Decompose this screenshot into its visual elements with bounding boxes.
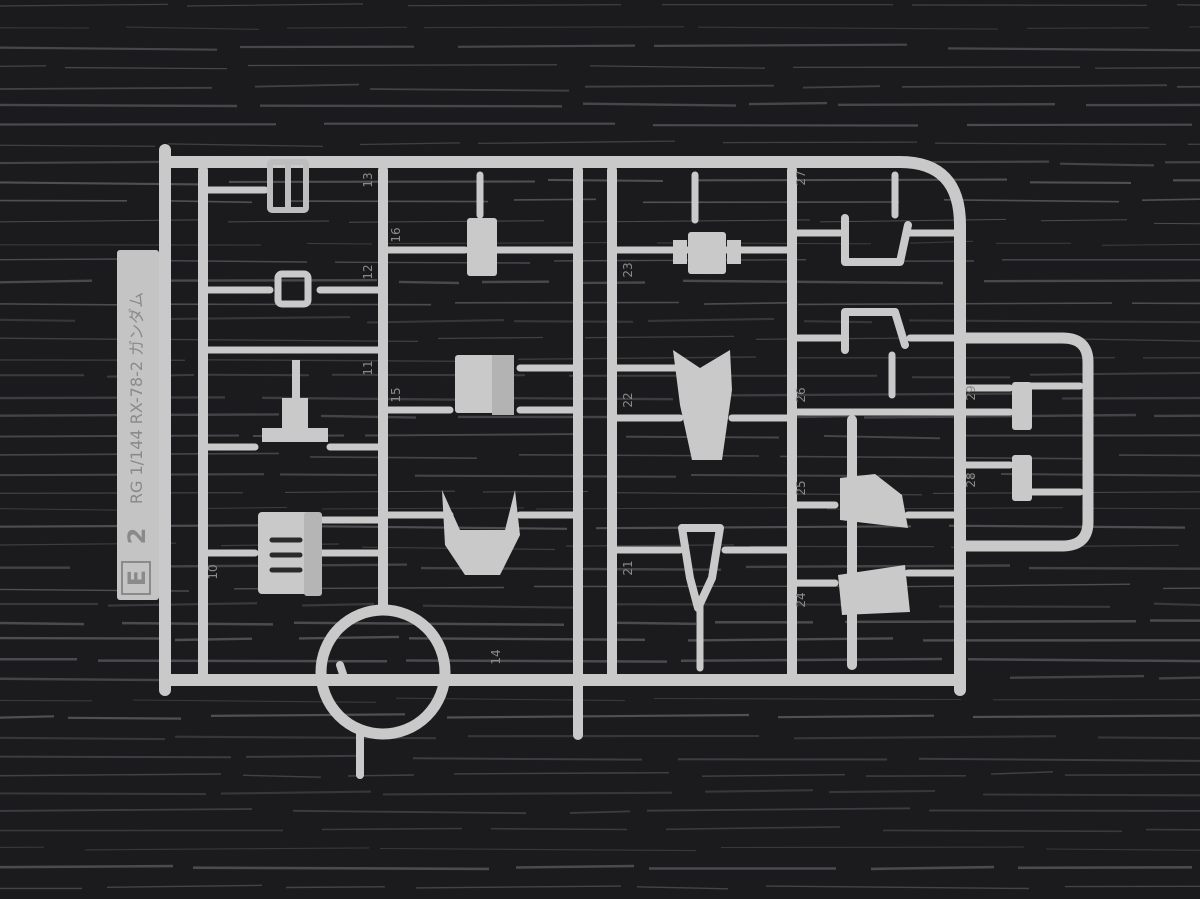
wood-grain-line [0, 371, 1200, 379]
part-frame-21 [678, 524, 724, 612]
part-number-label: 13 [361, 172, 375, 187]
part-block-15 [455, 355, 514, 415]
part-bracket [262, 360, 328, 442]
wood-grain-line [0, 316, 1200, 324]
wood-grain-line [0, 697, 1200, 703]
wood-grain-line [0, 218, 1200, 225]
wood-grain-line [0, 524, 1186, 530]
part-vent-slots [269, 537, 303, 573]
wood-grain-line [0, 826, 1200, 833]
wood-grain-line [0, 657, 1200, 663]
wood-grain-line [0, 122, 1193, 127]
ring-stem [336, 661, 364, 779]
part-number-label: 16 [389, 227, 403, 242]
wood-grain-line [0, 64, 1200, 70]
wood-grain-line [0, 864, 1193, 871]
wood-grain-line [0, 198, 1200, 204]
wood-grain-line [0, 83, 1200, 92]
wood-grain-line [0, 884, 1200, 890]
part-number-label: 15 [389, 387, 403, 402]
part-number-label: 27 [794, 170, 808, 185]
wood-grain-line [0, 178, 1200, 186]
runner-tag-letter-box [121, 561, 151, 595]
wood-grain-line [0, 101, 1200, 108]
wood-grain-line [0, 619, 1200, 627]
part-shroud-14 [442, 490, 520, 575]
wood-grain-line [0, 789, 1200, 797]
part-hook-27 [841, 214, 912, 266]
part-number-label: 21 [621, 560, 635, 575]
part-number-label: 22 [621, 392, 635, 407]
wood-grain-line [0, 240, 1200, 246]
wood-grain-line [0, 583, 1200, 592]
wood-grain-line [0, 807, 1200, 815]
gates-right [788, 171, 1084, 587]
part-number-label: 28 [964, 472, 978, 487]
wood-grain-line [0, 771, 1200, 778]
wood-grain-line [0, 258, 1200, 264]
frame-loop [954, 332, 1094, 552]
wood-grain-line [0, 301, 1200, 306]
wood-grain-line [0, 140, 1200, 148]
part-plate-25 [840, 474, 908, 528]
runner-tag-letter: E [123, 570, 151, 586]
part-plate-24 [838, 565, 910, 615]
wood-grain-line [0, 713, 1200, 720]
wood-grain-line [0, 563, 1200, 571]
wood-grain-line [0, 43, 1200, 52]
runner-tag-text: RG 1/144 RX-78-2 ガンダム [127, 292, 146, 504]
part-number-label: 12 [361, 264, 375, 279]
frame-outer [159, 144, 966, 696]
part-number-labels: 10 11 12 13 14 15 16 21 22 23 24 25 26 27 28 29 [206, 170, 978, 664]
part-number-label: 23 [621, 262, 635, 277]
part-square-ring [274, 270, 312, 308]
wood-grain-line [0, 392, 1200, 401]
wood-grain-line [0, 602, 1200, 609]
ring-part [315, 604, 451, 740]
part-block-16 [467, 218, 497, 276]
wood-grain-line [0, 754, 1200, 762]
wood-grain-line [0, 635, 1200, 642]
part-number-label: 26 [794, 387, 808, 402]
runner-tag-number: 2 [123, 528, 151, 545]
wood-grain [0, 3, 1200, 890]
part-number-label: 25 [794, 480, 808, 495]
wood-grain-line [0, 433, 1200, 440]
part-frame-top [267, 159, 309, 213]
part-number-label: 10 [206, 564, 220, 579]
gates-left [199, 171, 582, 557]
part-hook-26 [841, 308, 909, 354]
wood-grain-line [0, 3, 1200, 7]
wood-grain-line [0, 490, 1200, 496]
part-bracket-23 [673, 232, 741, 274]
part-number-label: 11 [361, 360, 375, 375]
part-number-label: 24 [794, 592, 808, 607]
runner-tag-plate [117, 250, 159, 600]
wood-grain-line [0, 846, 1200, 852]
wood-grain-line [0, 335, 1200, 343]
sprue-runner [159, 144, 1094, 779]
vertical-runners [198, 165, 857, 740]
wood-grain-line [0, 356, 1200, 363]
wood-grain-line [0, 26, 1200, 30]
gates-middle [608, 171, 796, 672]
part-tabs-28-29 [1012, 382, 1032, 501]
part-number-label: 14 [489, 649, 503, 664]
runner-tag: E 2 RG 1/144 RX-78-2 ガンダム [117, 250, 159, 600]
wood-grain-line [0, 279, 1200, 285]
part-number-label: 29 [964, 385, 978, 400]
wood-grain-line [0, 734, 1200, 741]
wood-grain-line [0, 506, 1200, 512]
part-armor-22 [673, 350, 732, 460]
